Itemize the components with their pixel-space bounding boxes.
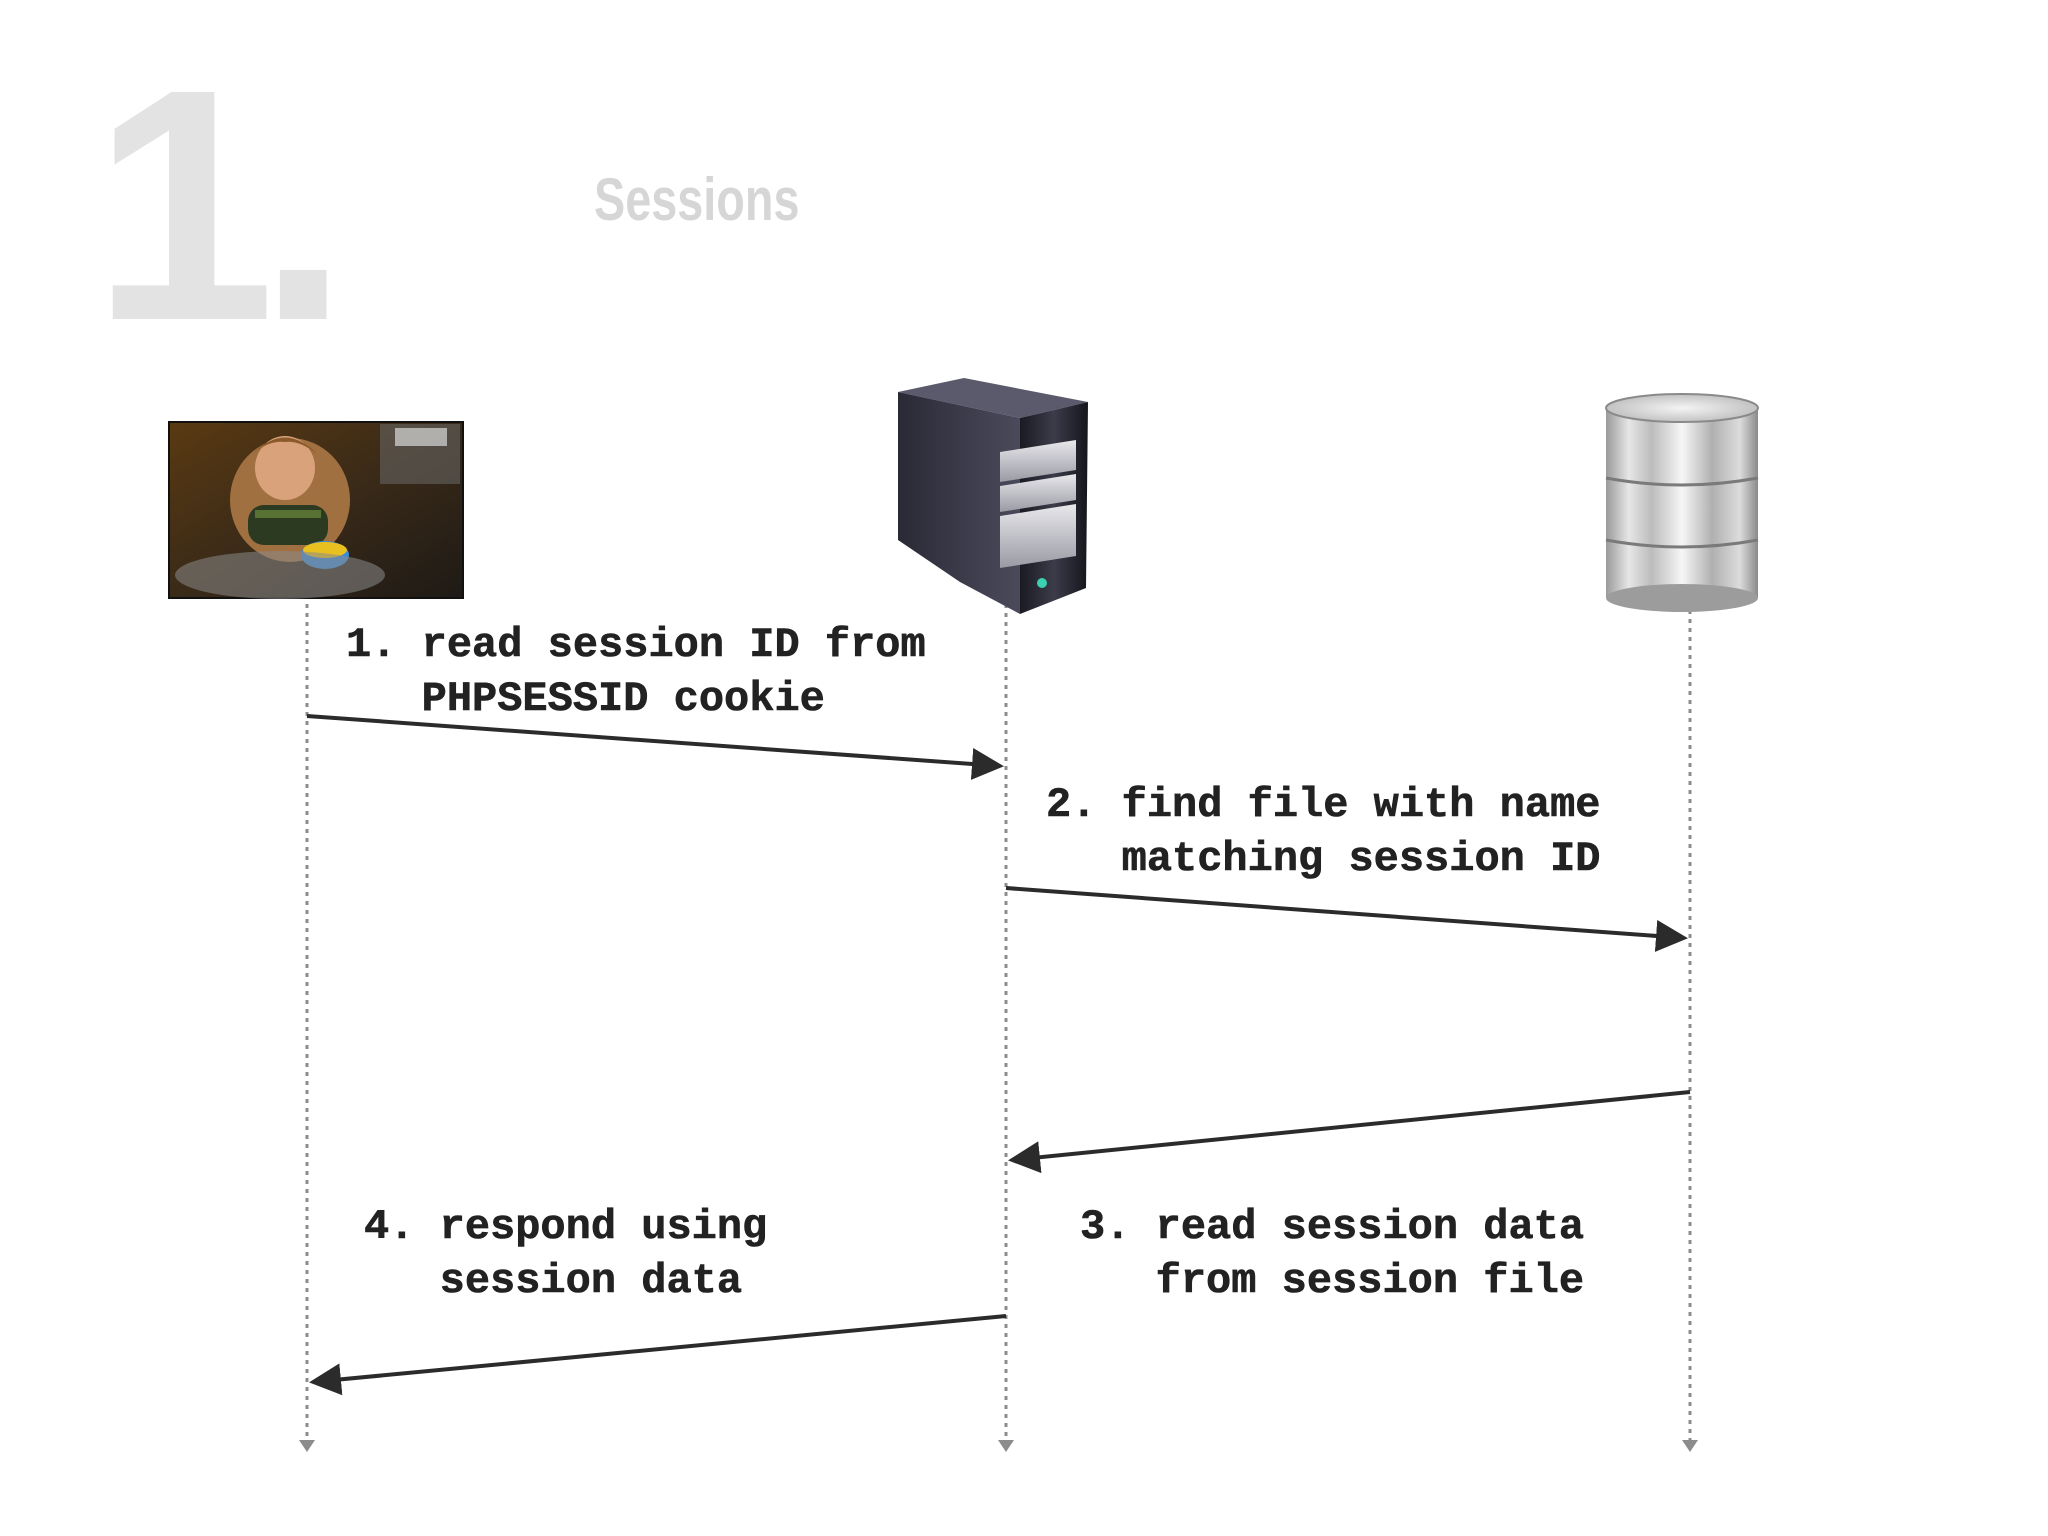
slide-number: 1. — [92, 20, 349, 389]
message-arrow-2 — [1005, 886, 1688, 952]
message-2-label: 2. find file with name matching session … — [1046, 781, 1827, 883]
lifeline-web-server-end-arrow — [998, 1440, 1014, 1452]
lifelines — [299, 604, 1698, 1452]
child-photo — [168, 421, 464, 599]
lifeline-session-storage-end-arrow — [1682, 1440, 1698, 1452]
message-3-label: 3. read session data from session file — [1080, 1203, 1811, 1305]
message-arrow-1 — [306, 714, 1004, 780]
message-arrow-3 — [1008, 1090, 1691, 1174]
message-arrows — [306, 714, 1691, 1396]
server-tower-icon — [898, 378, 1088, 614]
message-2-label-line-1: 2. find file with name — [1046, 781, 1601, 829]
lifeline-client-end-arrow — [299, 1440, 315, 1452]
message-3-label-line-2: from session file — [1080, 1257, 1584, 1305]
message-1-label-line-1: 1. read session ID from — [346, 621, 926, 669]
message-arrow-4 — [309, 1314, 1007, 1396]
message-labels: 1. read session ID from PHPSESSID cookie… — [346, 621, 1827, 1306]
database-cylinder-icon — [1605, 393, 1759, 612]
message-2-label-line-2: matching session ID — [1046, 835, 1601, 883]
message-4-label-line-2: session data — [364, 1257, 742, 1305]
message-1-label: 1. read session ID from PHPSESSID cookie — [346, 621, 1153, 723]
slide-title: Sessions — [594, 166, 800, 233]
message-1-label-line-2: PHPSESSID cookie — [346, 675, 825, 723]
message-4-label-line-1: 4. respond using — [364, 1203, 767, 1251]
message-4-label: 4. respond using session data — [364, 1203, 994, 1305]
message-3-label-line-1: 3. read session data — [1080, 1203, 1584, 1251]
